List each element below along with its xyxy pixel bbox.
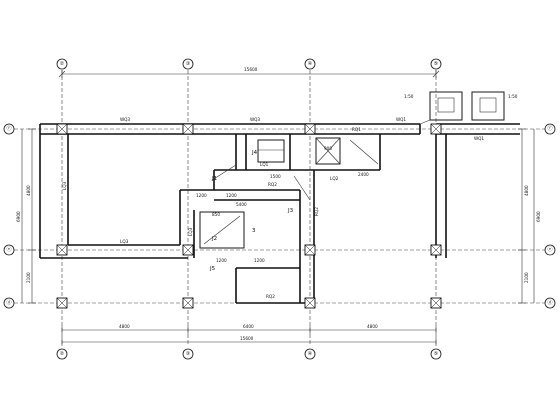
axis-col-3-bottom: ③ xyxy=(186,351,190,357)
dim-bottom-seg-3: 4800 xyxy=(367,324,378,329)
label-rq2-b: RQ2 xyxy=(266,294,275,299)
dim-small: 1200 xyxy=(196,193,207,198)
label-j5: J5 xyxy=(209,266,216,272)
dim-small: 900 xyxy=(324,146,332,151)
dim-small: 1500 xyxy=(270,174,281,179)
axis-bubbles-top: ② ③ ④ ⑤ xyxy=(56,58,442,70)
axis-col-3-top: ③ xyxy=(186,61,190,67)
columns xyxy=(56,123,442,309)
column xyxy=(304,244,316,256)
dim-right-total: 6900 xyxy=(536,211,541,222)
bottom-dimensions: 4800 6400 4800 15600 xyxy=(61,324,437,346)
axis-col-5-bottom: ⑤ xyxy=(434,351,438,357)
dim-small: 1200 xyxy=(216,258,227,263)
axis-bubbles-left: ⓕ ⓔ ⓓ xyxy=(3,123,15,309)
column xyxy=(430,297,442,309)
label-rq2-a: RQ2 xyxy=(268,182,277,187)
axis-row-e-right: ⓔ xyxy=(547,246,552,253)
axis-col-4-bottom: ④ xyxy=(308,351,313,357)
column xyxy=(56,123,68,135)
column xyxy=(430,244,442,256)
label-rq2-c: RQ2 xyxy=(314,207,319,216)
axis-col-4-top: ④ xyxy=(308,61,313,67)
top-dimension: 15600 xyxy=(58,67,440,78)
axis-col-2-bottom: ② xyxy=(60,351,65,357)
column xyxy=(56,297,68,309)
label-j3: J3 xyxy=(287,208,294,214)
dim-top-overall: 15600 xyxy=(244,67,258,72)
dim-left-1: 4800 xyxy=(26,185,31,196)
dim-small: 1200 xyxy=(226,193,237,198)
axis-row-d-right: ⓓ xyxy=(547,299,552,306)
axis-row-f-right: ⓕ xyxy=(547,125,552,132)
right-dimensions: 4800 2100 6900 xyxy=(518,128,541,304)
label-lq2: LQ2 xyxy=(330,176,339,181)
pit-boxes xyxy=(419,91,505,125)
axis-row-e-left: ⓔ xyxy=(6,246,11,253)
column xyxy=(304,297,316,309)
walls xyxy=(39,123,520,304)
dim-bottom-overall: 15600 xyxy=(240,336,254,341)
label-j6: 3 xyxy=(252,228,256,234)
dim-left-total: 6900 xyxy=(16,211,21,222)
small-dimensions: 1200 1200 850 1200 1500 2400 5400 1200 9… xyxy=(196,146,369,263)
dim-small: 1200 xyxy=(254,258,265,263)
label-wq1-right: WQ1 xyxy=(474,136,484,141)
dim-right-1: 4800 xyxy=(524,185,529,196)
column xyxy=(56,244,68,256)
label-lq3-inner: LQ3 xyxy=(188,227,193,236)
axis-col-5-top: ⑤ xyxy=(434,61,438,67)
dim-small: 5400 xyxy=(236,202,247,207)
note-top-left: 1:50 xyxy=(404,94,414,99)
axis-row-d-left: ⓓ xyxy=(6,299,11,306)
axis-col-2-top: ② xyxy=(60,61,65,67)
column xyxy=(304,123,316,135)
label-wq1-top: WQ1 xyxy=(396,117,406,122)
label-lq3-bottom: LQ3 xyxy=(120,239,129,244)
label-wq3-mid: WQ3 xyxy=(250,117,260,122)
label-j2: J2 xyxy=(211,236,217,242)
label-lq3-left: LQ3 xyxy=(62,181,67,190)
column xyxy=(182,297,194,309)
note-top-right: 1:50 xyxy=(508,94,518,99)
member-labels: WQ3 WQ3 WQ1 WQ1 LQ3 LQ3 LQ1 LQ2 LQ3 RQ2 … xyxy=(62,94,518,299)
core-details xyxy=(199,137,379,249)
dim-small: 850 xyxy=(212,212,220,217)
column xyxy=(430,123,442,135)
dim-small: 2400 xyxy=(358,172,369,177)
dim-left-2: 2100 xyxy=(26,272,31,283)
label-j1: J1 xyxy=(211,176,217,182)
label-rq1: RQ1 xyxy=(352,127,361,132)
column xyxy=(182,244,194,256)
label-j4: J4 xyxy=(251,150,258,156)
column xyxy=(182,123,194,135)
dim-right-2: 2100 xyxy=(524,272,529,283)
dim-bottom-seg-1: 4800 xyxy=(119,324,130,329)
axis-bubbles-bottom: ② ③ ④ ⑤ xyxy=(56,348,442,360)
label-lq1: LQ1 xyxy=(260,162,269,167)
left-dimensions: 4800 2100 6900 xyxy=(16,128,36,304)
axis-bubbles-right: ⓕ ⓔ ⓓ xyxy=(544,123,556,309)
label-wq3-left: WQ3 xyxy=(120,117,130,122)
dim-bottom-seg-2: 6400 xyxy=(243,324,254,329)
axis-row-f-left: ⓕ xyxy=(6,125,11,132)
